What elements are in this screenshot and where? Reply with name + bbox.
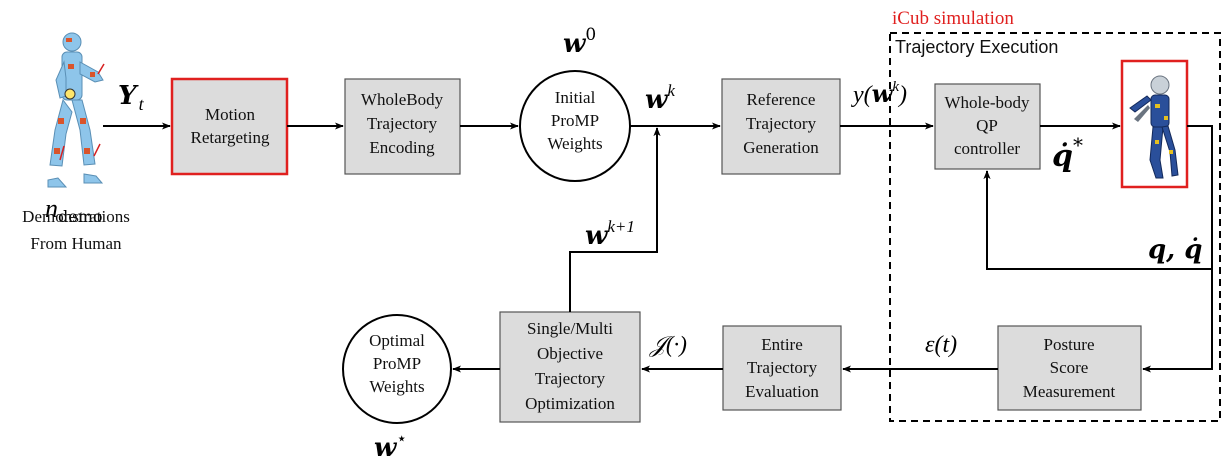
- optimal-promp-label-2: ProMP: [373, 354, 421, 373]
- optimization-label-3: Trajectory: [535, 369, 606, 388]
- trajectory-evaluation-label-1: Entire: [761, 335, 803, 354]
- optimal-promp-label-1: Optimal: [369, 331, 425, 350]
- icub-robot-figure: [1129, 75, 1179, 179]
- human-demonstrator-figure: [47, 32, 105, 188]
- wk-label: wk: [645, 81, 675, 115]
- wholebody-encoding-label-2: Trajectory: [367, 114, 438, 133]
- initial-promp-label-1: Initial: [555, 88, 596, 107]
- reference-trajectory-label-1: Reference: [747, 90, 816, 109]
- optimization-box: [499, 311, 641, 423]
- trajectory-evaluation-label-2: Trajectory: [747, 358, 818, 377]
- qdot-star-label: q̇*: [1052, 133, 1083, 174]
- motion-retargeting-label-2: Retargeting: [191, 128, 270, 147]
- trajectory-evaluation-label-3: Evaluation: [745, 382, 819, 401]
- arrow-feedback-to-qp: [983, 170, 1212, 270]
- wholebody-encoding-label-3: Encoding: [369, 138, 435, 157]
- wstar-label: w⋆: [374, 429, 407, 463]
- epsilon-label: ε(t): [925, 332, 957, 358]
- arrows: [103, 122, 1213, 373]
- motion-retargeting-box: [170, 77, 289, 176]
- qp-controller-label-3: controller: [954, 139, 1020, 158]
- optimization-label-1: Single/Multi: [527, 319, 613, 338]
- posture-score-label-1: Posture: [1044, 335, 1095, 354]
- wk1-label: wk+1: [585, 217, 635, 251]
- n-demo-label: ndemo: [45, 194, 103, 226]
- wholebody-encoding-box: [344, 78, 461, 175]
- w0-label: w0: [563, 25, 596, 59]
- reference-trajectory-label-3: Generation: [743, 138, 819, 157]
- optimal-promp-label-3: Weights: [369, 377, 424, 396]
- optimization-label-4: Optimization: [525, 394, 615, 413]
- trajectory-execution-label: Trajectory Execution: [895, 37, 1058, 57]
- posture-score-box: [997, 325, 1142, 411]
- icub-simulation-region: [889, 32, 1221, 422]
- qp-controller-label-1: Whole-body: [945, 93, 1030, 112]
- icub-simulation-label: iCub simulation: [892, 8, 1014, 29]
- qp-controller-box: [934, 83, 1041, 170]
- initial-promp-label-3: Weights: [547, 134, 602, 153]
- posture-score-label-2: Score: [1050, 358, 1089, 377]
- y-wk-label: y(wk): [851, 79, 907, 108]
- demos-line1: Demonstrations: [22, 207, 130, 226]
- q-qdot-label: q, q̇: [1148, 235, 1202, 265]
- demos-line2: From Human: [30, 234, 122, 253]
- initial-promp-label-2: ProMP: [551, 111, 599, 130]
- reference-trajectory-label-2: Trajectory: [746, 114, 817, 133]
- wholebody-encoding-label-1: WholeBody: [361, 90, 444, 109]
- optimal-promp-weights-circle: [342, 314, 452, 424]
- posture-score-label-3: Measurement: [1023, 382, 1116, 401]
- arrow-optimization-to-wk: [569, 127, 661, 312]
- qp-controller-label-2: QP: [976, 116, 998, 135]
- J-label: 𝒥(·): [649, 332, 687, 357]
- motion-retargeting-label-1: Motion: [205, 105, 256, 124]
- trajectory-evaluation-box: [722, 325, 842, 411]
- optimization-label-2: Objective: [537, 344, 603, 363]
- arrow-robot-to-posture: [1142, 125, 1213, 373]
